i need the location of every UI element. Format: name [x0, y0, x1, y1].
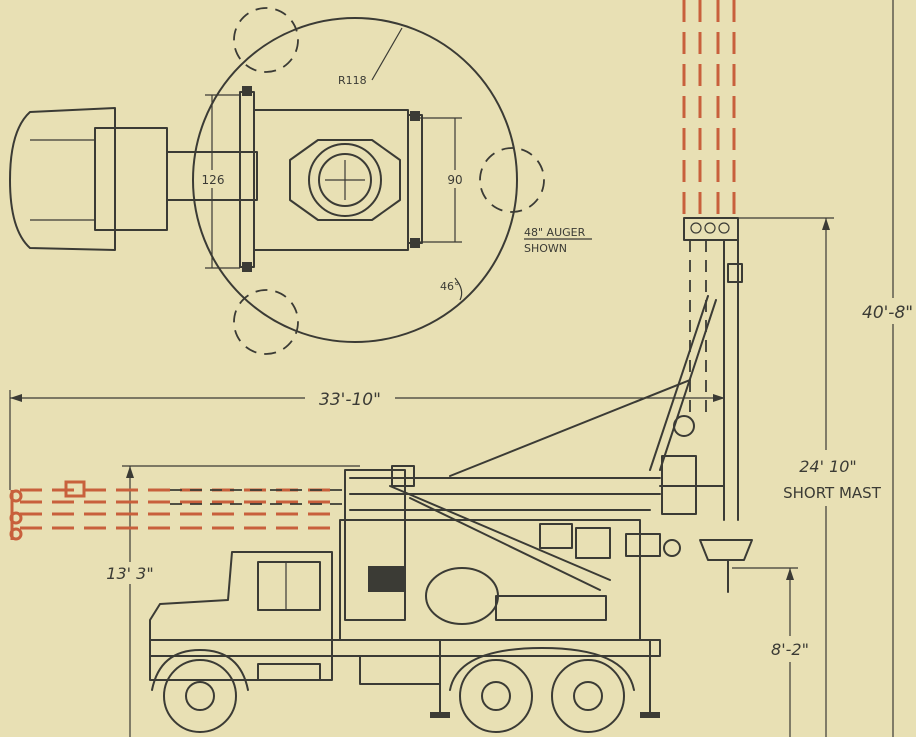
crown-sheave-3: [718, 222, 730, 234]
boom-diag-3: [449, 379, 691, 477]
plan-outrigger-pad-3: [410, 111, 420, 121]
red-sheave-3: [9, 527, 23, 541]
overall-length-label: 33'-10": [319, 390, 381, 410]
truck: [149, 469, 661, 733]
angle-label: 46°: [440, 280, 460, 293]
dim-overall-arrow-left: [10, 394, 22, 402]
truck-fuel-tank: [425, 567, 499, 625]
dim-overall-arrow-right: [713, 394, 725, 402]
clearance-height-label: 8'-2": [771, 640, 809, 659]
hydraulic-box-2: [575, 527, 611, 559]
boom-arms: [170, 379, 691, 591]
plan-frame: [253, 109, 409, 251]
plan-outrigger-pad-1: [242, 86, 252, 96]
hydraulic-pulley: [663, 539, 681, 557]
swing-radius-circle: [192, 17, 518, 343]
dim-reach-arrow: [126, 466, 134, 478]
dim-length-label: 90: [447, 173, 462, 187]
red-sheave-2: [9, 511, 23, 525]
dim-clearance-arrow: [786, 568, 794, 580]
dim-126-bg: [198, 170, 228, 188]
outrigger-pad-front: [430, 712, 450, 718]
short-mast-height-label: 24' 10": [799, 457, 857, 476]
dim-total-bg: [858, 298, 916, 324]
plan-outrigger-pad-4: [410, 238, 420, 248]
dim-reach-bg: [96, 562, 166, 584]
dim-clearance-bg: [758, 636, 824, 662]
dim-90-bg: [443, 170, 467, 188]
mast-upright: [649, 217, 753, 593]
mast-transport-position: [9, 480, 340, 541]
dim-overall-bg: [305, 386, 395, 410]
plan-outrigger-pad-2: [242, 262, 252, 272]
rear-fender: [449, 647, 635, 691]
dim-width-label: 126: [202, 173, 225, 187]
mast-brace-2: [649, 295, 709, 471]
auger-position-top: [233, 7, 299, 73]
rear-wheel-2: [551, 659, 625, 733]
red-sheave-1: [9, 489, 23, 503]
plan-cab: [9, 107, 116, 251]
truck-cab: [149, 551, 333, 681]
radius-label: R118: [338, 74, 367, 87]
mast-block: [727, 263, 743, 283]
mast-raised-extension: [682, 0, 736, 218]
plan-outrigger-beam-rear: [407, 114, 423, 244]
plan-view: 126 90 R118 48" AUGER SHOWN 46°: [9, 7, 592, 355]
crown-sheave-2: [704, 222, 716, 234]
mast-crown: [683, 217, 739, 241]
truck-control-panel: [368, 566, 404, 592]
hydraulic-box-1: [539, 523, 573, 549]
short-mast-label: SHORT MAST: [783, 484, 882, 502]
truck-chassis-rail: [149, 639, 661, 657]
mast-pivot: [673, 415, 695, 437]
front-wheel-hub: [185, 681, 215, 711]
total-height-label: 40'-8": [862, 303, 913, 323]
rear-wheel-1: [459, 659, 533, 733]
front-wheel: [163, 659, 237, 733]
crown-sheave-1: [690, 222, 702, 234]
truck-tower: [344, 469, 406, 621]
truck-toolbox: [495, 595, 607, 621]
outrigger-pad-rear: [640, 712, 660, 718]
rear-wheel-1-hub: [481, 681, 511, 711]
truck-lower-box: [359, 655, 441, 685]
reach-height-label: 13' 3": [106, 564, 153, 583]
elevation-view: 33'-10" 13' 3" 40'-8" 24' 10" SHORT MAST…: [9, 0, 916, 737]
rear-wheel-2-hub: [573, 681, 603, 711]
auger-note-line1: 48" AUGER: [524, 226, 586, 239]
boom-diag-1: [389, 485, 611, 581]
plan-outrigger-beam-front: [239, 91, 255, 268]
truck-step: [257, 663, 321, 681]
truck-cab-window: [257, 561, 321, 611]
mast-brace: [659, 299, 717, 471]
front-fender: [151, 649, 249, 691]
hydraulic-box-3: [625, 533, 661, 557]
kelly-bar-head: [699, 539, 753, 561]
auger-position-right: [479, 147, 545, 213]
red-block: [64, 480, 86, 498]
radius-leader: [371, 27, 403, 81]
dim-short-mast-bg: [776, 450, 888, 506]
auger-position-bottom: [233, 289, 299, 355]
plan-turntable-body: [289, 139, 401, 221]
plan-engine-hood: [94, 127, 168, 231]
angle-arc: [454, 277, 463, 301]
dim-short-mast-arrow: [822, 218, 830, 230]
boom-diag-2: [409, 497, 601, 591]
auger-note-line2: SHOWN: [524, 242, 567, 255]
plan-turntable-outer: [308, 143, 382, 217]
boom-block: [391, 465, 415, 487]
plan-turntable-inner: [318, 153, 372, 207]
